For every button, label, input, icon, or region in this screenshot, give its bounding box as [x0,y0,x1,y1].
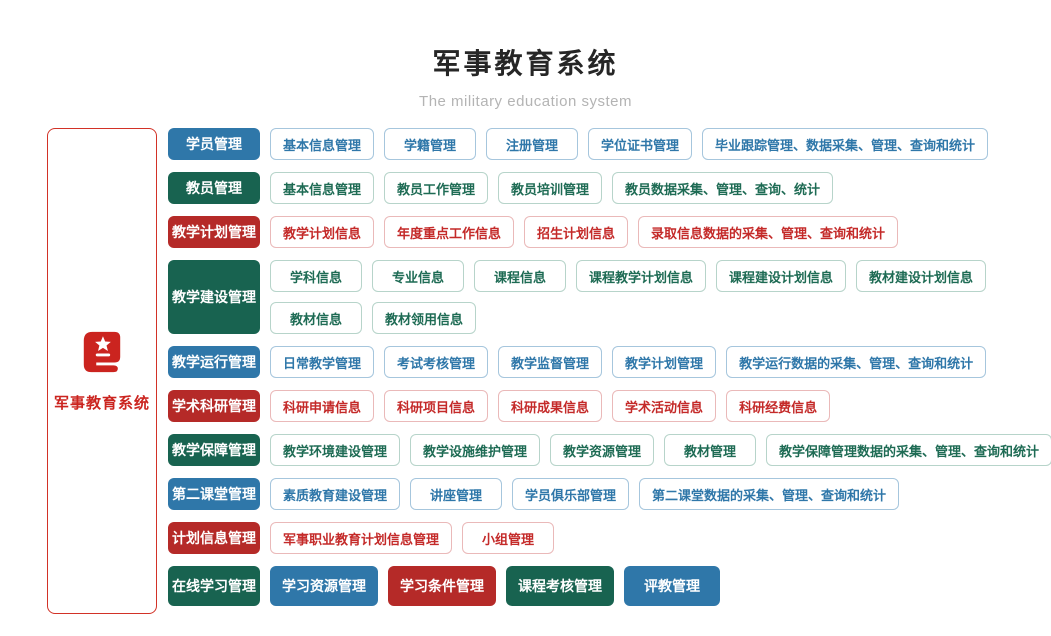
module-line: 基本信息管理学籍管理注册管理学位证书管理毕业跟踪管理、数据采集、管理、查询和统计 [270,128,989,160]
module-button[interactable]: 课程信息 [474,260,566,292]
module-button[interactable]: 教材管理 [664,434,757,466]
category-button[interactable]: 教学计划管理 [168,216,260,248]
module-line-group: 军事职业教育计划信息管理小组管理 [270,522,555,554]
module-line: 基本信息管理教员工作管理教员培训管理教员数据采集、管理、查询、统计 [270,172,834,204]
module-line-group: 素质教育建设管理讲座管理学员俱乐部管理第二课堂数据的采集、管理、查询和统计 [270,478,900,510]
row: 教学建设管理学科信息专业信息课程信息课程教学计划信息课程建设计划信息教材建设计划… [168,260,1051,334]
rows: 学员管理基本信息管理学籍管理注册管理学位证书管理毕业跟踪管理、数据采集、管理、查… [168,128,1051,614]
module-line: 学科信息专业信息课程信息课程教学计划信息课程建设计划信息教材建设计划信息 [270,260,987,292]
book-star-icon [79,329,125,380]
module-button[interactable]: 素质教育建设管理 [270,478,401,510]
module-button[interactable]: 学员俱乐部管理 [512,478,630,510]
system-root-node: 军事教育系统 [47,128,157,614]
module-line-group: 教学计划信息年度重点工作信息招生计划信息录取信息数据的采集、管理、查询和统计 [270,216,899,248]
module-line-group: 日常教学管理考试考核管理教学监督管理教学计划管理教学运行数据的采集、管理、查询和… [270,346,987,378]
module-line: 学习资源管理学习条件管理课程考核管理评教管理 [270,566,720,606]
module-line-group: 学习资源管理学习条件管理课程考核管理评教管理 [270,566,720,606]
module-button[interactable]: 第二课堂数据的采集、管理、查询和统计 [639,478,900,510]
module-button[interactable]: 教员培训管理 [498,172,603,204]
module-button[interactable]: 日常教学管理 [270,346,375,378]
module-button[interactable]: 学籍管理 [384,128,477,160]
module-button[interactable]: 科研经费信息 [726,390,831,422]
category-button[interactable]: 教员管理 [168,172,260,204]
module-line: 素质教育建设管理讲座管理学员俱乐部管理第二课堂数据的采集、管理、查询和统计 [270,478,900,510]
module-line: 教学环境建设管理教学设施维护管理教学资源管理教材管理教学保障管理数据的采集、管理… [270,434,1051,466]
module-button[interactable]: 科研项目信息 [384,390,489,422]
module-button[interactable]: 科研申请信息 [270,390,375,422]
diagram: 军事教育系统 学员管理基本信息管理学籍管理注册管理学位证书管理毕业跟踪管理、数据… [47,128,1051,614]
module-line: 日常教学管理考试考核管理教学监督管理教学计划管理教学运行数据的采集、管理、查询和… [270,346,987,378]
module-button[interactable]: 教员数据采集、管理、查询、统计 [612,172,834,204]
module-button[interactable]: 评教管理 [624,566,720,606]
module-button[interactable]: 教材领用信息 [372,302,477,334]
module-button[interactable]: 基本信息管理 [270,128,375,160]
page-title: 军事教育系统 [432,48,619,79]
module-button[interactable]: 教学计划管理 [612,346,717,378]
module-button[interactable]: 录取信息数据的采集、管理、查询和统计 [638,216,899,248]
module-button[interactable]: 小组管理 [462,522,555,554]
module-button[interactable]: 课程教学计划信息 [576,260,707,292]
module-button[interactable]: 课程考核管理 [506,566,614,606]
module-button[interactable]: 招生计划信息 [524,216,629,248]
module-line: 科研申请信息科研项目信息科研成果信息学术活动信息科研经费信息 [270,390,831,422]
system-root-label: 军事教育系统 [53,395,150,412]
module-line: 教学计划信息年度重点工作信息招生计划信息录取信息数据的采集、管理、查询和统计 [270,216,899,248]
module-button[interactable]: 毕业跟踪管理、数据采集、管理、查询和统计 [702,128,989,160]
row: 教学保障管理教学环境建设管理教学设施维护管理教学资源管理教材管理教学保障管理数据… [168,434,1051,466]
category-button[interactable]: 学术科研管理 [168,390,260,422]
module-button[interactable]: 考试考核管理 [384,346,489,378]
module-line: 军事职业教育计划信息管理小组管理 [270,522,555,554]
module-line-group: 科研申请信息科研项目信息科研成果信息学术活动信息科研经费信息 [270,390,831,422]
page-header: 军事教育系统 The military education system [0,0,1051,110]
row: 学员管理基本信息管理学籍管理注册管理学位证书管理毕业跟踪管理、数据采集、管理、查… [168,128,1051,160]
module-button[interactable]: 教学设施维护管理 [410,434,541,466]
module-button[interactable]: 教员工作管理 [384,172,489,204]
module-button[interactable]: 军事职业教育计划信息管理 [270,522,453,554]
category-button[interactable]: 在线学习管理 [168,566,260,606]
module-line-group: 学科信息专业信息课程信息课程教学计划信息课程建设计划信息教材建设计划信息教材信息… [270,260,987,334]
row: 教学运行管理日常教学管理考试考核管理教学监督管理教学计划管理教学运行数据的采集、… [168,346,1051,378]
row: 计划信息管理军事职业教育计划信息管理小组管理 [168,522,1051,554]
module-button[interactable]: 科研成果信息 [498,390,603,422]
module-button[interactable]: 教学资源管理 [550,434,655,466]
page-subtitle: The military education system [419,93,632,110]
module-button[interactable]: 教材建设计划信息 [856,260,987,292]
module-button[interactable]: 教学计划信息 [270,216,375,248]
category-button[interactable]: 计划信息管理 [168,522,260,554]
module-button[interactable]: 注册管理 [486,128,579,160]
module-button[interactable]: 教学监督管理 [498,346,603,378]
module-button[interactable]: 教学运行数据的采集、管理、查询和统计 [726,346,987,378]
module-line-group: 教学环境建设管理教学设施维护管理教学资源管理教材管理教学保障管理数据的采集、管理… [270,434,1051,466]
module-button[interactable]: 学位证书管理 [588,128,693,160]
module-button[interactable]: 学习资源管理 [270,566,378,606]
module-button[interactable]: 讲座管理 [410,478,503,510]
category-button[interactable]: 教学运行管理 [168,346,260,378]
module-button[interactable]: 教材信息 [270,302,362,334]
module-button[interactable]: 教学环境建设管理 [270,434,401,466]
module-line: 教材信息教材领用信息 [270,302,986,334]
category-button[interactable]: 教学保障管理 [168,434,260,466]
module-button[interactable]: 学术活动信息 [612,390,717,422]
module-button[interactable]: 基本信息管理 [270,172,375,204]
category-button[interactable]: 第二课堂管理 [168,478,260,510]
row: 教学计划管理教学计划信息年度重点工作信息招生计划信息录取信息数据的采集、管理、查… [168,216,1051,248]
row: 学术科研管理科研申请信息科研项目信息科研成果信息学术活动信息科研经费信息 [168,390,1051,422]
module-line-group: 基本信息管理学籍管理注册管理学位证书管理毕业跟踪管理、数据采集、管理、查询和统计 [270,128,989,160]
module-line-group: 基本信息管理教员工作管理教员培训管理教员数据采集、管理、查询、统计 [270,172,834,204]
row: 在线学习管理学习资源管理学习条件管理课程考核管理评教管理 [168,566,1051,606]
module-button[interactable]: 学科信息 [270,260,362,292]
module-button[interactable]: 课程建设计划信息 [716,260,847,292]
module-button[interactable]: 学习条件管理 [388,566,496,606]
category-button[interactable]: 学员管理 [168,128,260,160]
module-button[interactable]: 专业信息 [372,260,464,292]
row: 教员管理基本信息管理教员工作管理教员培训管理教员数据采集、管理、查询、统计 [168,172,1051,204]
category-button[interactable]: 教学建设管理 [168,260,260,334]
module-button[interactable]: 教学保障管理数据的采集、管理、查询和统计 [766,434,1051,466]
module-button[interactable]: 年度重点工作信息 [384,216,515,248]
row: 第二课堂管理素质教育建设管理讲座管理学员俱乐部管理第二课堂数据的采集、管理、查询… [168,478,1051,510]
